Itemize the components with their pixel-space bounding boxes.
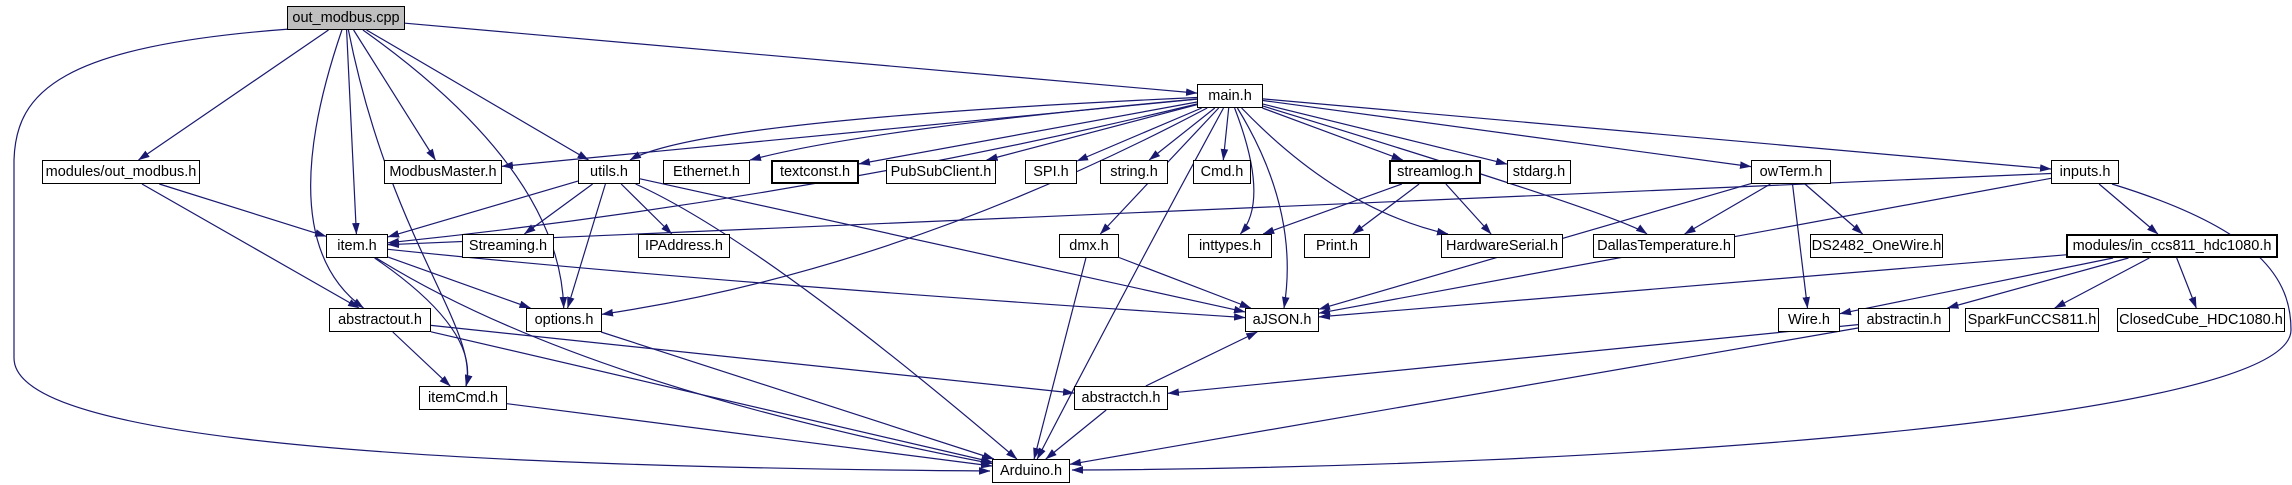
- graph-edge-utils_h--Streaming_h: [523, 183, 593, 235]
- graph-node-abstractch_h[interactable]: abstractch.h: [1074, 386, 1168, 410]
- graph-edge-utils_h--aJSON_h: [639, 178, 1246, 314]
- graph-node-out_modbus_cpp[interactable]: out_modbus.cpp: [287, 6, 405, 30]
- graph-edge-main_h--PubSubClient_h: [986, 104, 1198, 161]
- graph-edge-modules_in_ccs811_h--aJSON_h: [1318, 254, 2067, 320]
- graph-edge-abstractin_h--Arduino_h: [1069, 327, 1859, 467]
- graph-edge-owTerm_h--DallasTemperature_h: [1684, 183, 1771, 235]
- graph-edge-streamlog_h--Print_h: [1352, 183, 1420, 235]
- graph-edge-utils_h--Arduino_h: [635, 183, 1018, 460]
- graph-edge-modules_out_modbus_h--abstractout_h: [141, 183, 360, 309]
- graph-edge-utils_h--IPAddress_h: [620, 183, 673, 235]
- graph-edge-out_modbus_cpp--main_h: [404, 22, 1198, 96]
- graph-edge-abstractin_h--abstractch_h: [1167, 324, 1859, 396]
- graph-node-DS2482_OneWire_h[interactable]: DS2482_OneWire.h: [1810, 234, 1943, 258]
- graph-edge-owTerm_h--Wire_h: [1791, 183, 1810, 309]
- graph-node-HardwareSerial_h[interactable]: HardwareSerial.h: [1441, 234, 1563, 258]
- graph-edge-dmx_h--Arduino_h: [1033, 257, 1087, 460]
- graph-node-dmx_h[interactable]: dmx.h: [1059, 234, 1119, 258]
- graph-edge-out_modbus_cpp--utils_h: [366, 29, 589, 161]
- graph-edge-item_h--options_h: [387, 256, 531, 309]
- graph-node-abstractin_h[interactable]: abstractin.h: [1858, 308, 1950, 332]
- graph-node-string_h[interactable]: string.h: [1100, 160, 1168, 184]
- graph-edge-item_h--aJSON_h: [387, 248, 1246, 321]
- graph-edge-options_h--Arduino_h: [600, 331, 995, 460]
- graph-node-IPAddress_h[interactable]: IPAddress.h: [638, 234, 730, 258]
- graph-edge-modules_in_ccs811_h--abstractin_h: [1947, 257, 2129, 309]
- graph-node-modules_in_ccs811_h[interactable]: modules/in_ccs811_hdc1080.h: [2066, 234, 2278, 258]
- graph-edge-main_h--Cmd_h: [1220, 107, 1230, 161]
- graph-node-inputs_h[interactable]: inputs.h: [2051, 160, 2119, 184]
- graph-node-stdarg_h[interactable]: stdarg.h: [1507, 160, 1571, 184]
- graph-node-modules_out_modbus_h[interactable]: modules/out_modbus.h: [42, 160, 200, 184]
- graph-node-Streaming_h[interactable]: Streaming.h: [462, 234, 554, 258]
- graph-edge-abstractch_h--Arduino_h: [1045, 409, 1107, 460]
- graph-edge-main_h--string_h: [1148, 107, 1216, 161]
- graph-edge-item_h--Arduino_h: [375, 257, 993, 466]
- graph-node-textconst_h[interactable]: textconst.h: [771, 160, 859, 184]
- graph-edge-main_h--item_h: [387, 103, 1198, 246]
- graph-edge-utils_h--item_h: [387, 180, 579, 238]
- graph-node-Cmd_h[interactable]: Cmd.h: [1193, 160, 1251, 184]
- graph-edge-utils_h--options_h: [567, 183, 606, 309]
- graph-node-streamlog_h[interactable]: streamlog.h: [1389, 160, 1481, 184]
- graph-edge-inputs_h--item_h: [387, 172, 2052, 249]
- graph-edge-modules_in_ccs811_h--Wire_h: [1839, 257, 2114, 316]
- graph-edge-main_h--utils_h: [629, 96, 1198, 161]
- graph-node-item_h[interactable]: item.h: [326, 234, 388, 258]
- graph-edge-main_h--HardwareSerial_h: [1241, 107, 1449, 236]
- graph-edge-main_h--aJSON_h: [1236, 107, 1290, 309]
- graph-node-Arduino_h[interactable]: Arduino.h: [992, 459, 1070, 483]
- graph-edge-main_h--options_h: [601, 107, 1208, 317]
- graph-edge-abstractout_h--Arduino_h: [430, 331, 993, 464]
- graph-node-SPI_h[interactable]: SPI.h: [1025, 160, 1077, 184]
- graph-node-utils_h[interactable]: utils.h: [578, 160, 640, 184]
- graph-edge-main_h--stdarg_h: [1262, 103, 1508, 166]
- graph-edge-dmx_h--aJSON_h: [1118, 256, 1252, 309]
- graph-edge-main_h--owTerm_h: [1262, 99, 1752, 169]
- graph-edge-out_modbus_cpp--abstractout_h: [310, 29, 364, 309]
- graph-edge-main_h--SPI_h: [1076, 107, 1202, 162]
- graph-node-options_h[interactable]: options.h: [526, 308, 602, 332]
- graph-edge-main_h--DallasTemperature_h: [1262, 105, 1648, 235]
- graph-edge-item_h--itemCmd_h: [374, 257, 473, 387]
- graph-edge-modules_out_modbus_h--item_h: [159, 183, 327, 237]
- graph-edge-owTerm_h--DS2482_OneWire_h: [1804, 183, 1863, 235]
- graph-node-itemCmd_h[interactable]: itemCmd.h: [419, 386, 507, 410]
- graph-node-SparkFunCCS811_h[interactable]: SparkFunCCS811.h: [1965, 308, 2099, 332]
- graph-node-Print_h[interactable]: Print.h: [1304, 234, 1370, 258]
- graph-edge-abstractch_h--aJSON_h: [1145, 331, 1258, 387]
- graph-node-ModbusMaster_h[interactable]: ModbusMaster.h: [384, 160, 502, 184]
- graph-edge-streamlog_h--HardwareSerial_h: [1445, 183, 1492, 235]
- graph-edge-out_modbus_cpp--Arduino_h: [13, 28, 991, 475]
- graph-edge-inputs_h--modules_in_ccs811_h: [2098, 183, 2159, 235]
- graph-edge-abstractout_h--itemCmd_h: [392, 331, 451, 387]
- graph-edge-out_modbus_cpp--options_h: [362, 29, 568, 309]
- graph-node-abstractout_h[interactable]: abstractout.h: [329, 308, 431, 332]
- graph-edge-main_h--inputs_h: [1262, 98, 2052, 172]
- graph-edge-main_h--inttypes_h: [1234, 107, 1255, 235]
- graph-edge-out_modbus_cpp--modules_out_modbus_h: [138, 29, 329, 161]
- graph-node-PubSubClient_h[interactable]: PubSubClient.h: [886, 160, 996, 184]
- graph-edge-main_h--Ethernet_h: [749, 98, 1198, 161]
- graph-edge-out_modbus_cpp--item_h: [346, 29, 360, 235]
- graph-node-aJSON_h[interactable]: aJSON.h: [1245, 308, 1319, 332]
- graph-node-DallasTemperature_h[interactable]: DallasTemperature.h: [1593, 234, 1735, 258]
- graph-edge-streamlog_h--inttypes_h: [1262, 183, 1403, 235]
- graph-edge-modules_in_ccs811_h--SparkFunCCS811_h: [2054, 257, 2150, 309]
- graph-edge-abstractout_h--abstractch_h: [430, 324, 1075, 396]
- graph-edge-main_h--textconst_h: [858, 101, 1198, 166]
- graph-edge-main_h--Arduino_h: [1036, 107, 1225, 460]
- graph-edge-main_h--streamlog_h: [1262, 107, 1404, 161]
- graph-node-Wire_h[interactable]: Wire.h: [1778, 308, 1840, 332]
- graph-node-main_h[interactable]: main.h: [1197, 84, 1263, 108]
- graph-edge-out_modbus_cpp--ModbusMaster_h: [353, 29, 436, 161]
- graph-edge-out_modbus_cpp--itemCmd_h: [347, 29, 473, 387]
- graph-node-ClosedCube_HDC1080_h[interactable]: ClosedCube_HDC1080.h: [2117, 308, 2285, 332]
- graph-node-owTerm_h[interactable]: owTerm.h: [1751, 160, 1831, 184]
- graph-node-inttypes_h[interactable]: inttypes.h: [1188, 234, 1272, 258]
- graph-node-Ethernet_h[interactable]: Ethernet.h: [663, 160, 750, 184]
- graph-edge-modules_in_ccs811_h--ClosedCube_HDC1080_h: [2176, 257, 2197, 309]
- graph-edge-itemCmd_h--Arduino_h: [506, 403, 993, 469]
